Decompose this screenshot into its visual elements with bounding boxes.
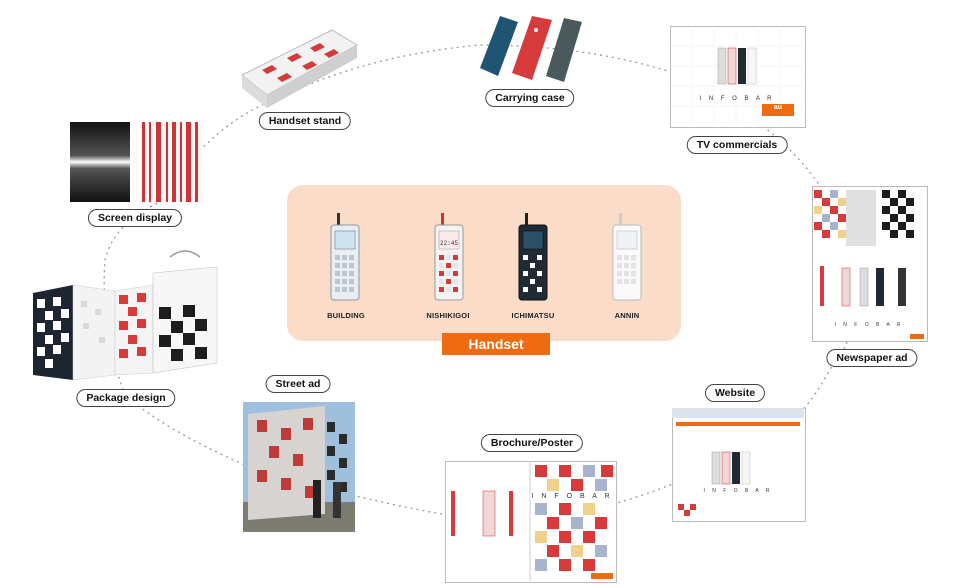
street-ad-image	[243, 402, 355, 532]
brochure-brand-text: I N F O B A R	[530, 493, 614, 500]
website-brand-text: I N F O B A R	[703, 488, 773, 494]
phone-ichimatsu	[518, 213, 548, 301]
phone-label-annin: ANNIN	[614, 311, 640, 320]
newspaper-ad-image	[814, 190, 924, 339]
tv-brand-text: I N F O B A R	[699, 96, 775, 102]
tv-operator-logo: au	[773, 104, 783, 111]
website-image	[672, 408, 804, 516]
newspaper-ad-label: Newspaper ad	[826, 349, 918, 367]
phone-building	[330, 213, 360, 301]
package-design-label: Package design	[76, 389, 176, 407]
tv-commercials-label: TV commercials	[686, 136, 788, 154]
carrying-case-image	[480, 16, 582, 82]
street-ad-label: Street ad	[265, 375, 331, 393]
phone-time: 22:45	[440, 240, 458, 247]
handset-stand-image	[241, 29, 358, 108]
phone-nishikigoi	[434, 213, 464, 301]
screen-display-image	[70, 122, 202, 202]
carrying-case-label: Carrying case	[485, 89, 575, 107]
handset-title: Handset	[442, 333, 550, 355]
brochure-poster-image	[451, 461, 613, 581]
phone-label-building: BUILDING	[327, 311, 365, 320]
phone-annin	[612, 213, 642, 301]
brochure-poster-label: Brochure/Poster	[480, 434, 584, 452]
phone-label-nishikigoi: NISHIKIGOI	[426, 311, 470, 320]
tv-commercials-image	[670, 26, 804, 126]
newspaper-brand-text: I N F O B A R	[834, 322, 904, 328]
package-design-image	[33, 250, 218, 381]
handset-stand-label: Handset stand	[258, 112, 352, 130]
screen-display-label: Screen display	[87, 209, 183, 227]
phone-label-ichimatsu: ICHIMATSU	[511, 311, 555, 320]
website-label: Website	[704, 384, 766, 402]
phones-illustration: 22:45	[330, 213, 642, 301]
